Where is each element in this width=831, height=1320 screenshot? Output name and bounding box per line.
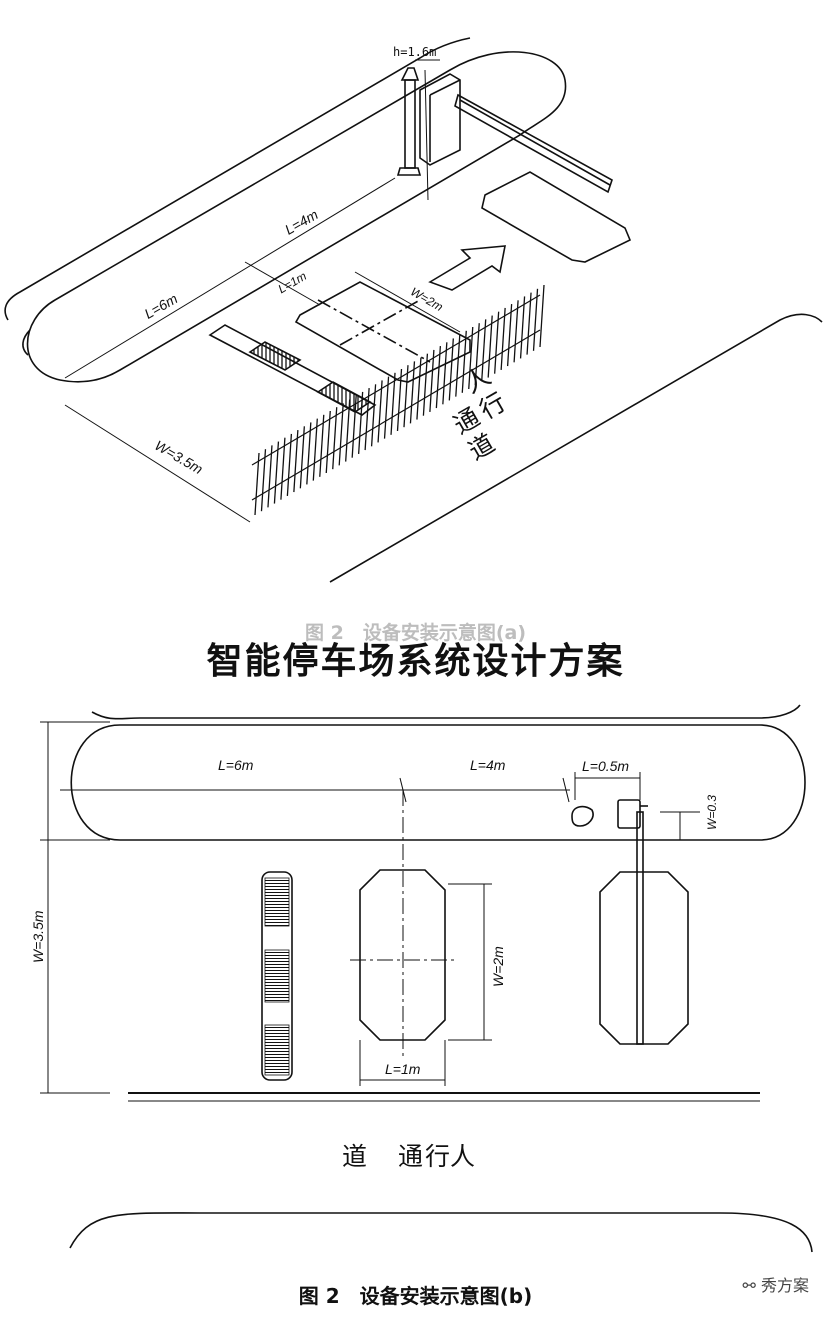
walkway-label-a: 人 行 通 道 [449,361,511,466]
island-a [26,51,567,383]
fence-post [487,315,493,378]
l4-label-a: L=4m [282,206,321,238]
fence-post [345,399,351,462]
labels-b: L=6m L=4m L=0.5m W=0.3 W=3.5m W=2m L=1m … [30,757,719,1171]
fence-post [267,445,273,508]
w03-label-b: W=0.3 [705,795,719,830]
height-label-a: h=1.6m [393,45,436,59]
fence-post [396,368,403,432]
speed-bump-b [261,871,293,1081]
fence-post [338,403,344,466]
gate-pad-b [599,871,689,1045]
fence-post [325,410,331,474]
fence-post [273,441,280,504]
fence-post [429,349,435,412]
fence-post [383,376,390,439]
road-edge-bottom-a [329,313,823,583]
fence-post [481,319,487,382]
fence-post [357,391,364,454]
road-edge-bottom-b [69,1212,813,1253]
labels-a: h=1.6m L=4m L=1m L=6m W=2m W=3.5m 人 行 通 … [142,45,511,477]
fence-post [260,449,267,512]
arrow-a [428,245,506,291]
loop-pad-a [294,281,471,383]
camera-b [571,805,594,827]
loop-pad-b [359,869,446,1041]
l6-label-a: L=6m [142,290,181,322]
caption-figure-a: 图 2 设备安装示意图(a) [304,622,527,644]
fence-post [332,407,338,470]
fence-post [494,311,500,374]
fence-post [286,433,293,496]
l1-label-a: L=1m [276,269,309,296]
caption-figure-b: 图 2 设备安装示意图(b) [298,1284,533,1308]
svg-text:行: 行 [425,1142,450,1171]
figure-b [40,704,813,1253]
speed-bump-a [208,324,377,416]
fence-post [500,307,506,370]
fence-post [519,296,526,359]
fence-post [364,388,370,451]
fence-post [409,361,416,424]
watermark: ⚯ 秀方案 [742,1272,809,1296]
fence-post [513,300,519,363]
road-edge-a [4,37,471,321]
fence-post [370,384,377,447]
fence-post [422,353,429,416]
l6-label-b: L=6m [218,757,254,773]
fence-post [526,292,532,355]
fence-post [377,380,383,443]
barrier-gate-a [396,67,613,194]
figure-a [4,37,823,583]
fence-post [435,346,442,409]
road-edge-top-b [91,704,801,720]
fence-post [403,365,409,428]
entry-pad-a [481,171,632,263]
w35-label-a: W=3.5m [152,437,206,477]
fence-post [319,414,325,477]
gate-cabinet-b [617,799,641,829]
watermark-text: 秀方案 [760,1276,809,1295]
fence-post [306,422,312,485]
fence-post [442,342,448,405]
fence-post [506,304,513,367]
fence-post [532,288,539,351]
fence-post [474,323,480,386]
fence-post [468,326,474,390]
barrier-arm-b [636,811,644,1045]
fence-post [461,330,467,393]
fence-post [299,426,305,489]
fence-post [390,372,396,435]
svg-text:通: 通 [398,1142,423,1171]
fence-post [351,395,357,458]
fence-post [293,430,299,493]
w2-label-b: W=2m [490,946,506,987]
wechat-icon: ⚯ [742,1276,756,1295]
svg-text:人: 人 [450,1142,475,1171]
page-title: 智能停车场系统设计方案 [206,641,625,682]
fence-post [312,418,318,481]
w35-label-b: W=3.5m [30,910,46,963]
fence-post [448,338,454,401]
svg-text:道: 道 [342,1142,367,1171]
l05-label-b: L=0.5m [582,758,629,774]
fence-post [416,357,422,420]
dims-a [64,59,461,523]
dims-b [40,721,700,1094]
fence-post [280,437,286,500]
fence-post [254,452,260,516]
fence-post [455,334,461,397]
island-b [70,724,806,841]
l1-label-b: L=1m [385,1061,421,1077]
fence-post [539,284,545,348]
l4-label-b: L=4m [470,757,506,773]
walkway-label-b: 人 行 通 道 [342,1142,475,1171]
